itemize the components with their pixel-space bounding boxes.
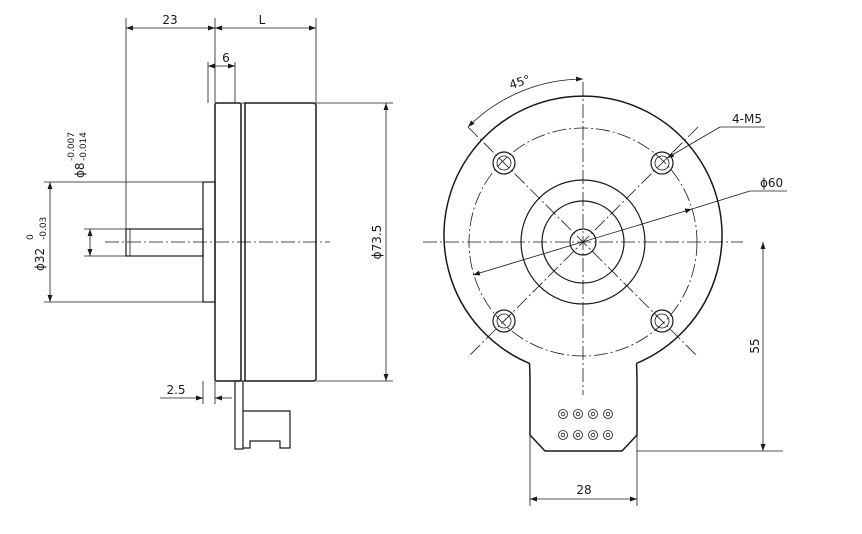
dim-shaft-diameter-tol-lower: -0.014 [79, 132, 89, 161]
mounting-hole-tl [492, 151, 516, 175]
dim-shaft-length: 23 [162, 13, 177, 27]
connector-pins [558, 409, 613, 440]
dim-tab-width: 28 [576, 483, 591, 497]
dim-pilot-diameter-tol-lower: -0.03 [39, 217, 49, 240]
connector [243, 410, 291, 449]
connector-plate [234, 380, 244, 450]
dim-body-diameter: ϕ73.5 [370, 225, 384, 260]
dim-flange-thickness: 6 [222, 51, 230, 65]
dim-pilot-diameter-tol-upper: 0 [26, 234, 36, 240]
mounting-hole-tr [650, 151, 674, 175]
dim-holes: 4-M5 [732, 112, 762, 126]
dim-gap: 2.5 [166, 383, 185, 397]
mounting-hole-bl [492, 309, 516, 333]
dim-height: 55 [748, 338, 762, 353]
dim-shaft-diameter: ϕ8 [73, 162, 87, 178]
front-outline [443, 95, 723, 452]
dim-angle: 45° [507, 72, 532, 92]
side-view: 23 L 6 2.5 ϕ73.5 ϕ8 -0.007 -0.014 ϕ32 [26, 13, 393, 450]
dim-pilot-diameter: ϕ32 [33, 248, 47, 271]
shaft [125, 228, 204, 257]
motor-body [244, 102, 317, 382]
front-view: 45° 4-M5 ϕ60 55 28 [423, 72, 787, 506]
angle-arc [467, 76, 584, 128]
dim-bolt-circle: ϕ60 [760, 176, 783, 190]
mounting-hole-br [650, 309, 674, 333]
dim-body-length: L [259, 13, 266, 27]
dim-shaft-diameter-tol-upper: -0.007 [67, 132, 77, 161]
